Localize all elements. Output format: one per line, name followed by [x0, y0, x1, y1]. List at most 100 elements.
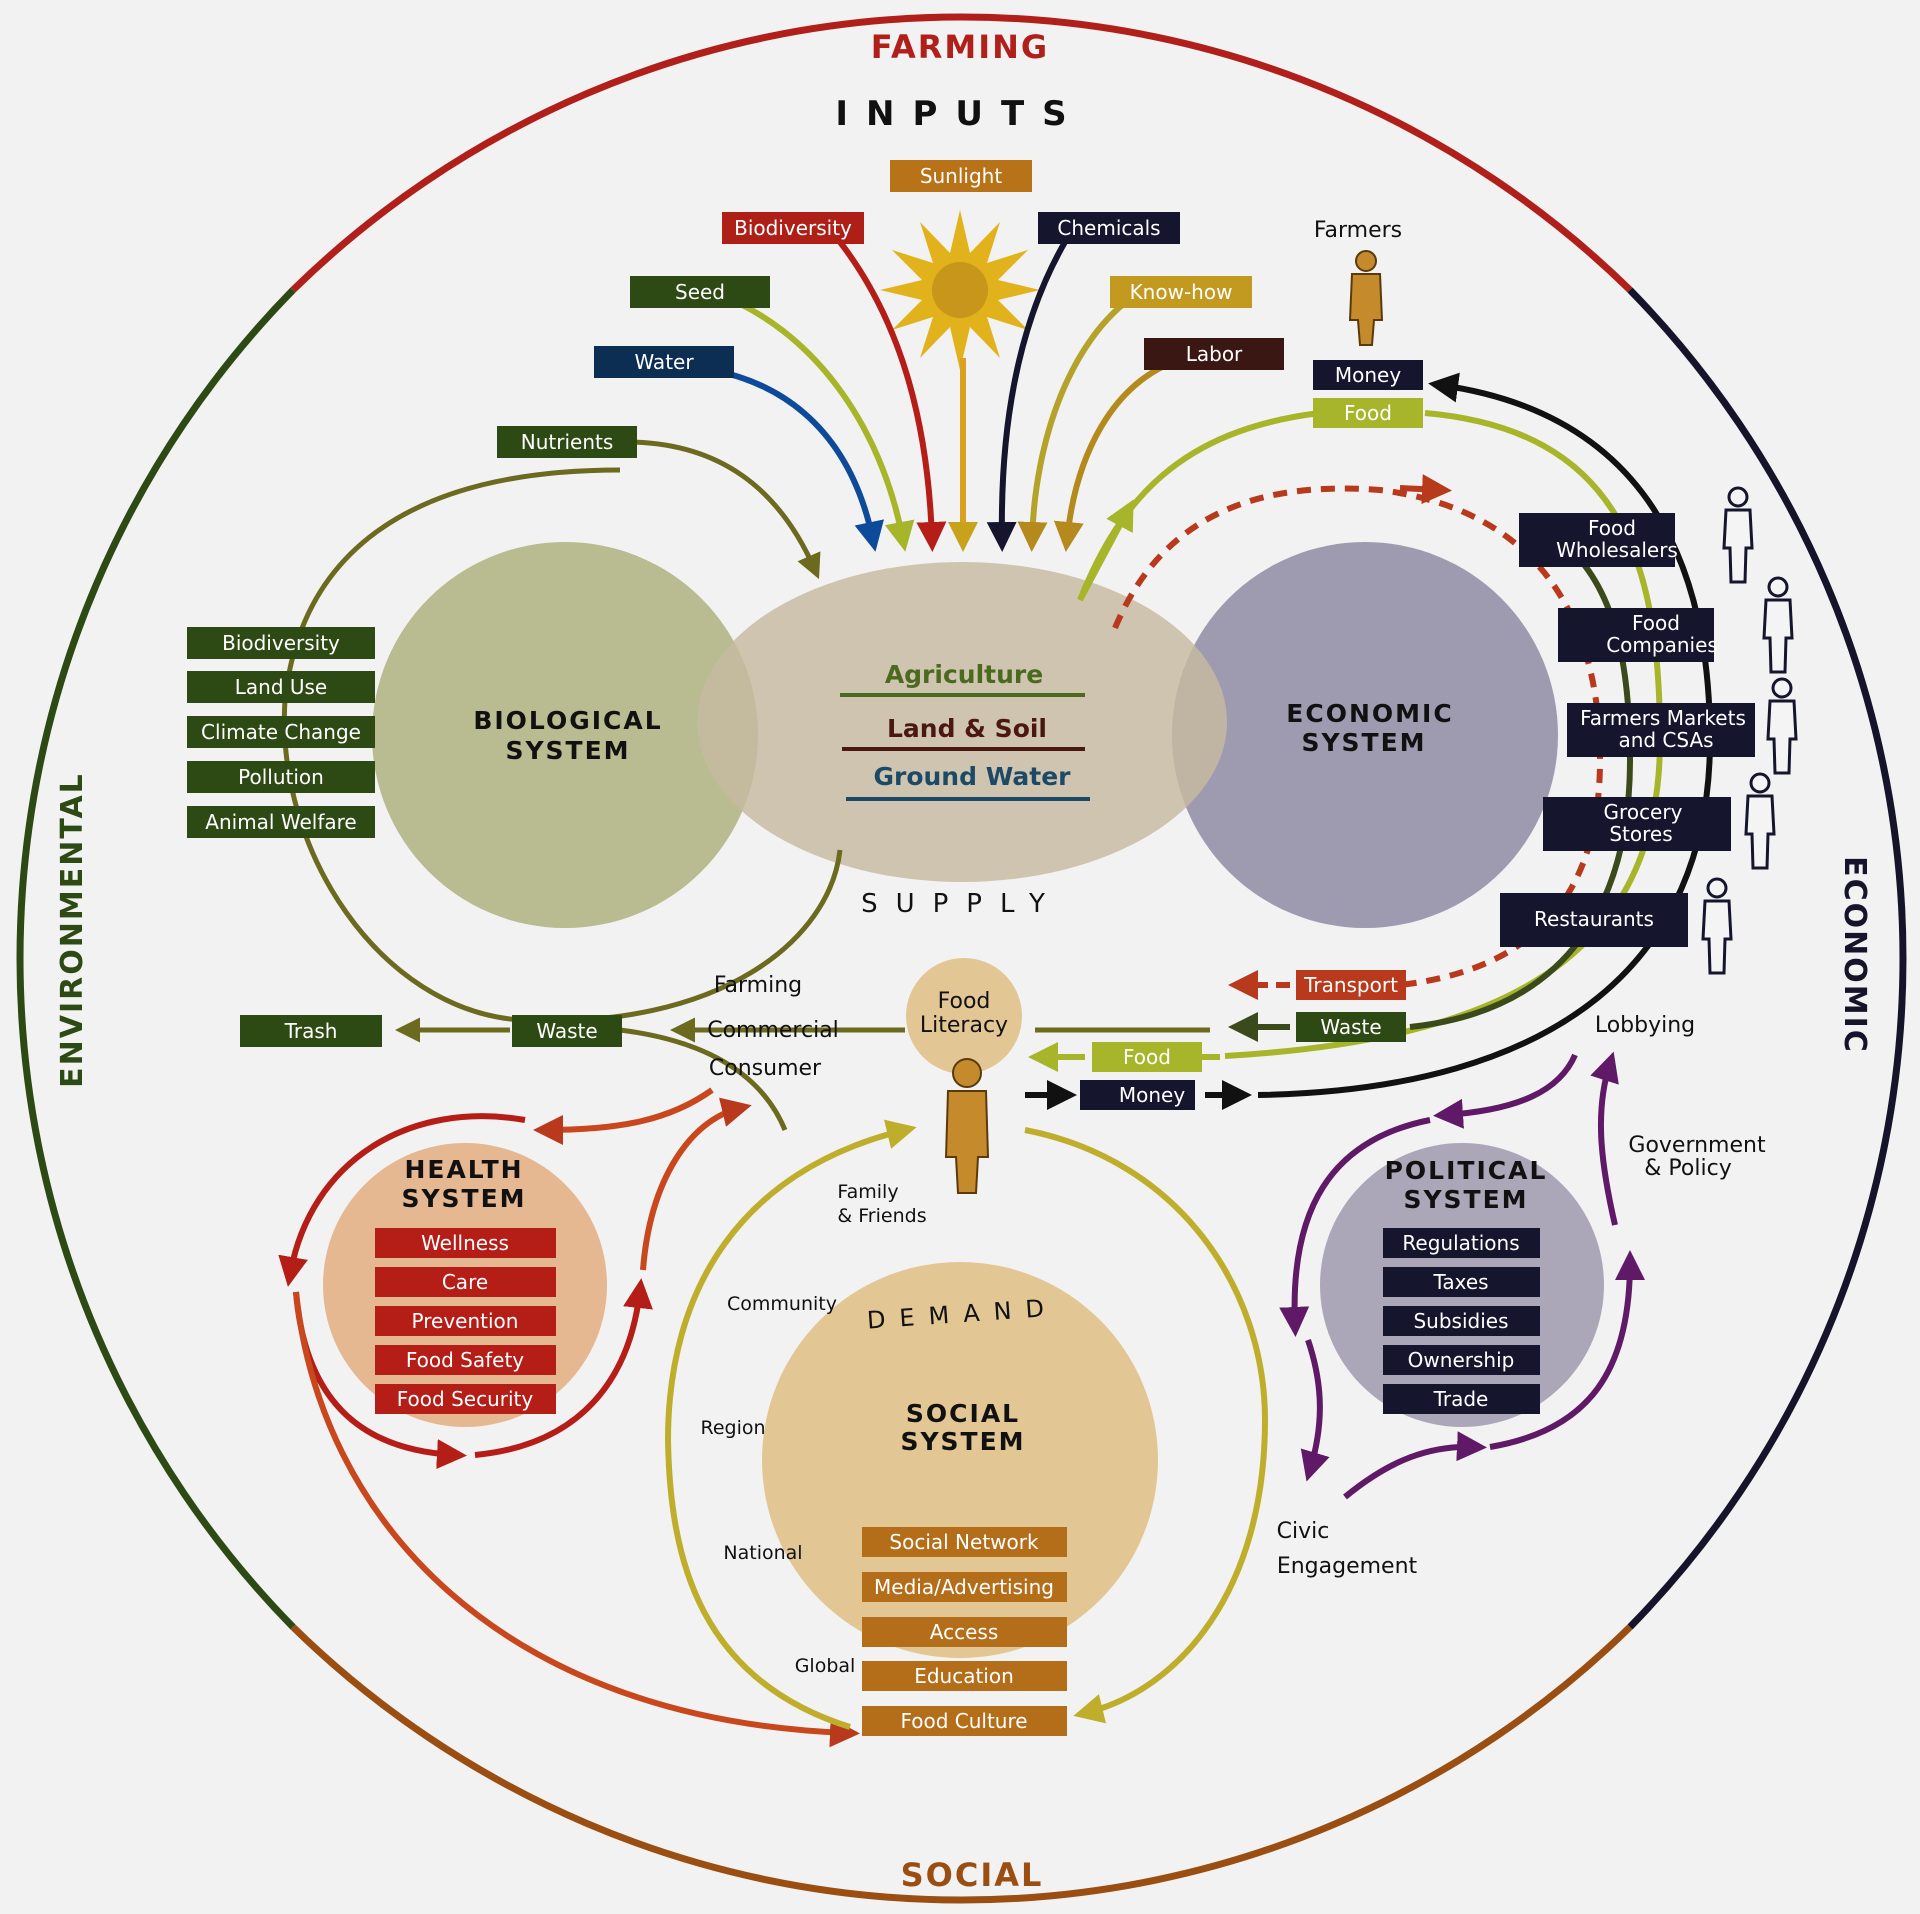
- lobbying-arrow: [1433, 1053, 1578, 1129]
- farmers-money-label: Money: [1313, 360, 1423, 390]
- social-item: Media/Advertising: [862, 1572, 1067, 1602]
- input-sunlight-label: Sunlight: [890, 160, 1032, 192]
- nutrients-label: Nutrients: [497, 426, 637, 458]
- demand-loop-left: [664, 1119, 917, 1730]
- food-literacy-line1: Food: [938, 989, 991, 1014]
- biological-item: Biodiversity: [187, 627, 375, 659]
- economic-title-line1: ECONOMIC: [1286, 699, 1453, 728]
- health-title-line2: SYSTEM: [401, 1184, 526, 1213]
- svg-text:Access: Access: [930, 1620, 998, 1644]
- biological-items: Biodiversity Land Use Climate Change Pol…: [187, 627, 375, 838]
- nutrients-loop-arrow: [281, 467, 843, 1024]
- svg-text:Trade: Trade: [1433, 1387, 1489, 1411]
- person-icon: [1766, 677, 1798, 775]
- economic-waste-label: Waste: [1296, 1012, 1406, 1042]
- government-policy-line2: & Policy: [1644, 1156, 1731, 1181]
- transport-flow-arc: [1112, 485, 1604, 988]
- political-title-line1: POLITICAL: [1385, 1156, 1548, 1185]
- svg-text:Water: Water: [634, 350, 694, 374]
- social-item: Social Network: [862, 1527, 1067, 1557]
- political-item: Trade: [1383, 1384, 1540, 1414]
- consumer-money-label: Money: [1080, 1080, 1195, 1110]
- svg-text:Biodiversity: Biodiversity: [734, 216, 852, 240]
- supply-agriculture: Agriculture: [885, 660, 1043, 689]
- political-loop-left-bottom: [1300, 1339, 1330, 1482]
- svg-text:Care: Care: [442, 1270, 488, 1294]
- economic-actors: Food Wholesalers Food Companies Farmers …: [1500, 513, 1755, 947]
- svg-text:Food Culture: Food Culture: [900, 1709, 1027, 1733]
- input-chemicals-label: Chemicals: [1038, 212, 1180, 244]
- svg-text:Money: Money: [1119, 1083, 1185, 1107]
- social-item: Education: [862, 1661, 1067, 1691]
- scale-national: National: [723, 1542, 802, 1564]
- actor-grocery-stores: Grocery Stores: [1543, 797, 1731, 851]
- political-item: Subsidies: [1383, 1306, 1540, 1336]
- svg-text:Food: Food: [1632, 611, 1680, 635]
- political-item: Regulations: [1383, 1228, 1540, 1258]
- svg-text:Wholesalers: Wholesalers: [1556, 538, 1678, 562]
- svg-text:Labor: Labor: [1186, 342, 1243, 366]
- waste-source-farming: Farming: [714, 973, 802, 998]
- social-title-line1: SOCIAL: [906, 1399, 1020, 1428]
- economic-system-circle: [1172, 542, 1558, 928]
- biological-title-line2: SYSTEM: [505, 736, 630, 765]
- health-to-social-arrow: [293, 1291, 860, 1748]
- government-policy-arrow: [1590, 1051, 1619, 1226]
- svg-text:Taxes: Taxes: [1432, 1270, 1488, 1294]
- scale-region: Region: [700, 1417, 765, 1439]
- social-system-circle: [762, 1262, 1158, 1658]
- outer-ring: [16, 13, 1907, 1904]
- svg-text:Transport: Transport: [1303, 973, 1398, 997]
- svg-text:Ownership: Ownership: [1408, 1348, 1515, 1372]
- actor-farmers-markets: Farmers Markets and CSAs: [1567, 703, 1755, 757]
- svg-text:Food Security: Food Security: [397, 1387, 534, 1411]
- health-loop-right: [640, 1097, 752, 1271]
- svg-text:Waste: Waste: [1320, 1015, 1381, 1039]
- waste-source-consumer: Consumer: [709, 1056, 822, 1081]
- health-item: Food Safety: [375, 1345, 556, 1375]
- svg-text:Know-how: Know-how: [1130, 280, 1233, 304]
- person-icon: [1701, 877, 1733, 975]
- civic-engagement-line1: Civic: [1277, 1519, 1330, 1544]
- political-item: Ownership: [1383, 1345, 1540, 1375]
- actor-food-wholesalers: Food Wholesalers: [1519, 513, 1678, 567]
- svg-text:Farmers Markets: Farmers Markets: [1580, 706, 1746, 730]
- economic-title-line2: SYSTEM: [1301, 728, 1426, 757]
- supply-label: SUPPLY: [861, 889, 1063, 919]
- svg-text:Food: Food: [1588, 516, 1636, 540]
- scale-family: Family: [837, 1181, 898, 1203]
- svg-text:Food Safety: Food Safety: [406, 1348, 524, 1372]
- svg-text:Food: Food: [1123, 1045, 1171, 1069]
- seed-input-arrow: [718, 292, 915, 552]
- health-title-line1: HEALTH: [404, 1155, 523, 1184]
- farming-heading: FARMING: [871, 28, 1049, 66]
- person-icon: [1722, 486, 1754, 584]
- svg-text:Land Use: Land Use: [235, 675, 328, 699]
- svg-text:Money: Money: [1335, 363, 1401, 387]
- biological-item: Climate Change: [187, 716, 375, 748]
- waste-source-commercial: Commercial: [707, 1018, 839, 1043]
- lobbying-label: Lobbying: [1595, 1013, 1695, 1038]
- svg-text:Trash: Trash: [284, 1019, 338, 1043]
- input-knowhow-label: Know-how: [1110, 276, 1252, 308]
- food-literacy-line2: Literacy: [920, 1013, 1008, 1038]
- person-icon: [1762, 576, 1794, 674]
- chemicals-input-arrow: [986, 240, 1068, 552]
- supply-land-soil: Land & Soil: [887, 714, 1047, 743]
- civic-engagement-line2: Engagement: [1277, 1554, 1418, 1579]
- nutrients-arrow: [619, 439, 821, 580]
- health-item: Wellness: [375, 1228, 556, 1258]
- biological-item: Pollution: [187, 761, 375, 793]
- social-item: Access: [862, 1617, 1067, 1647]
- svg-text:Food: Food: [1344, 401, 1392, 425]
- svg-text:Wellness: Wellness: [421, 1231, 509, 1255]
- svg-text:Animal Welfare: Animal Welfare: [205, 810, 356, 834]
- health-to-consumer-arrow: [533, 1087, 714, 1145]
- political-title-line2: SYSTEM: [1403, 1185, 1528, 1214]
- svg-text:Seed: Seed: [675, 280, 725, 304]
- svg-text:Media/Advertising: Media/Advertising: [874, 1575, 1054, 1599]
- biological-system-circle: [372, 542, 758, 928]
- actor-food-companies: Food Companies: [1558, 608, 1718, 662]
- biodiversity-input-arrow: [837, 240, 947, 552]
